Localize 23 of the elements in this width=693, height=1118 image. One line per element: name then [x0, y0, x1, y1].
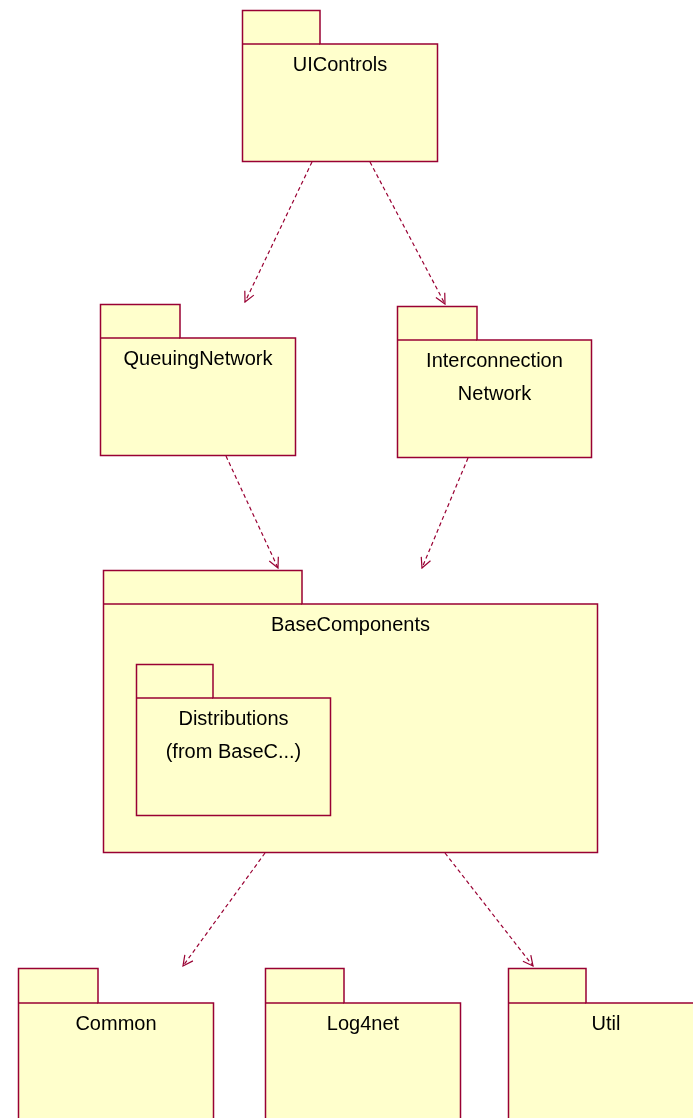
package-name: BaseComponents	[270, 612, 431, 637]
dependency-arrow	[225, 455, 279, 569]
package-name: QueuingNetwork	[122, 346, 274, 371]
package-box	[508, 968, 693, 1118]
package-name: Distributions	[177, 706, 290, 731]
package-name: UIControls	[291, 52, 389, 77]
package-note: (from BaseC...)	[164, 739, 303, 764]
package-box	[242, 10, 438, 162]
dependency-arrow	[369, 161, 446, 305]
package-name: Util	[590, 1011, 622, 1036]
package-box	[100, 304, 296, 456]
dependency-arrow	[182, 852, 266, 967]
package-name: Common	[74, 1011, 158, 1036]
dependency-arrow	[244, 161, 313, 303]
dependency-arrow	[444, 852, 534, 967]
package-name: Log4net	[325, 1011, 401, 1036]
package-box	[103, 570, 598, 853]
package-box	[136, 664, 331, 816]
package-box	[18, 968, 214, 1118]
package-name: Interconnection Network	[425, 348, 564, 406]
package-box	[265, 968, 461, 1118]
dependency-arrow	[420, 457, 469, 569]
package-box	[397, 306, 592, 458]
